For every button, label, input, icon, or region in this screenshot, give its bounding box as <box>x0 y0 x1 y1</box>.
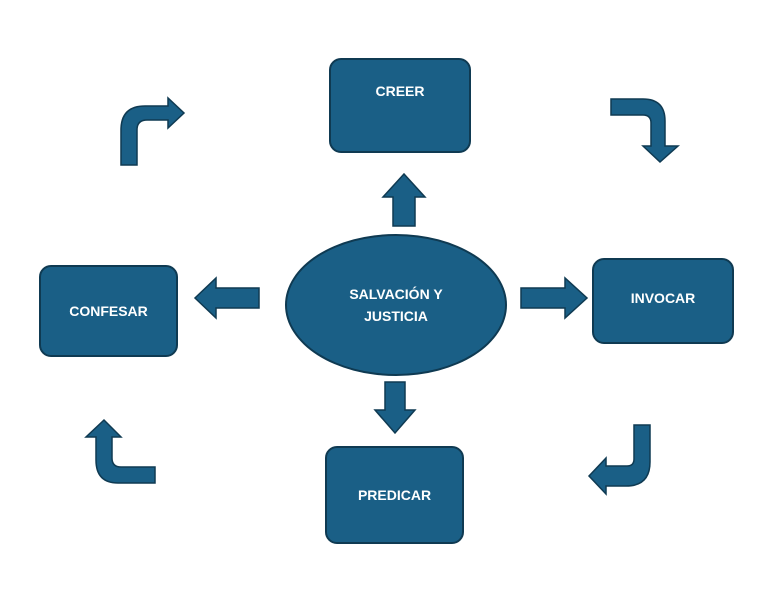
curved-arrow-top-right-icon <box>120 96 186 166</box>
node-predicar: PREDICAR <box>325 446 464 544</box>
arrow-right-icon <box>520 276 589 320</box>
arrow-up-icon <box>381 172 427 227</box>
curved-arrow-bottom-right-icon <box>610 98 680 164</box>
center-node: SALVACIÓN Y JUSTICIA <box>285 234 507 376</box>
node-creer: CREER <box>329 58 471 153</box>
node-invocar: INVOCAR <box>592 258 734 344</box>
node-invocar-label: INVOCAR <box>630 290 696 306</box>
node-predicar-label: PREDICAR <box>357 487 432 503</box>
curved-arrow-bottom-left-icon <box>587 424 651 496</box>
arrow-down-icon <box>373 381 417 435</box>
curved-arrow-top-left-icon <box>84 418 156 484</box>
node-creer-label: CREER <box>375 83 425 99</box>
center-node-label: SALVACIÓN Y JUSTICIA <box>349 286 443 324</box>
node-confesar-label: CONFESAR <box>69 303 148 319</box>
node-confesar: CONFESAR <box>39 265 178 357</box>
arrow-left-icon <box>193 276 260 320</box>
